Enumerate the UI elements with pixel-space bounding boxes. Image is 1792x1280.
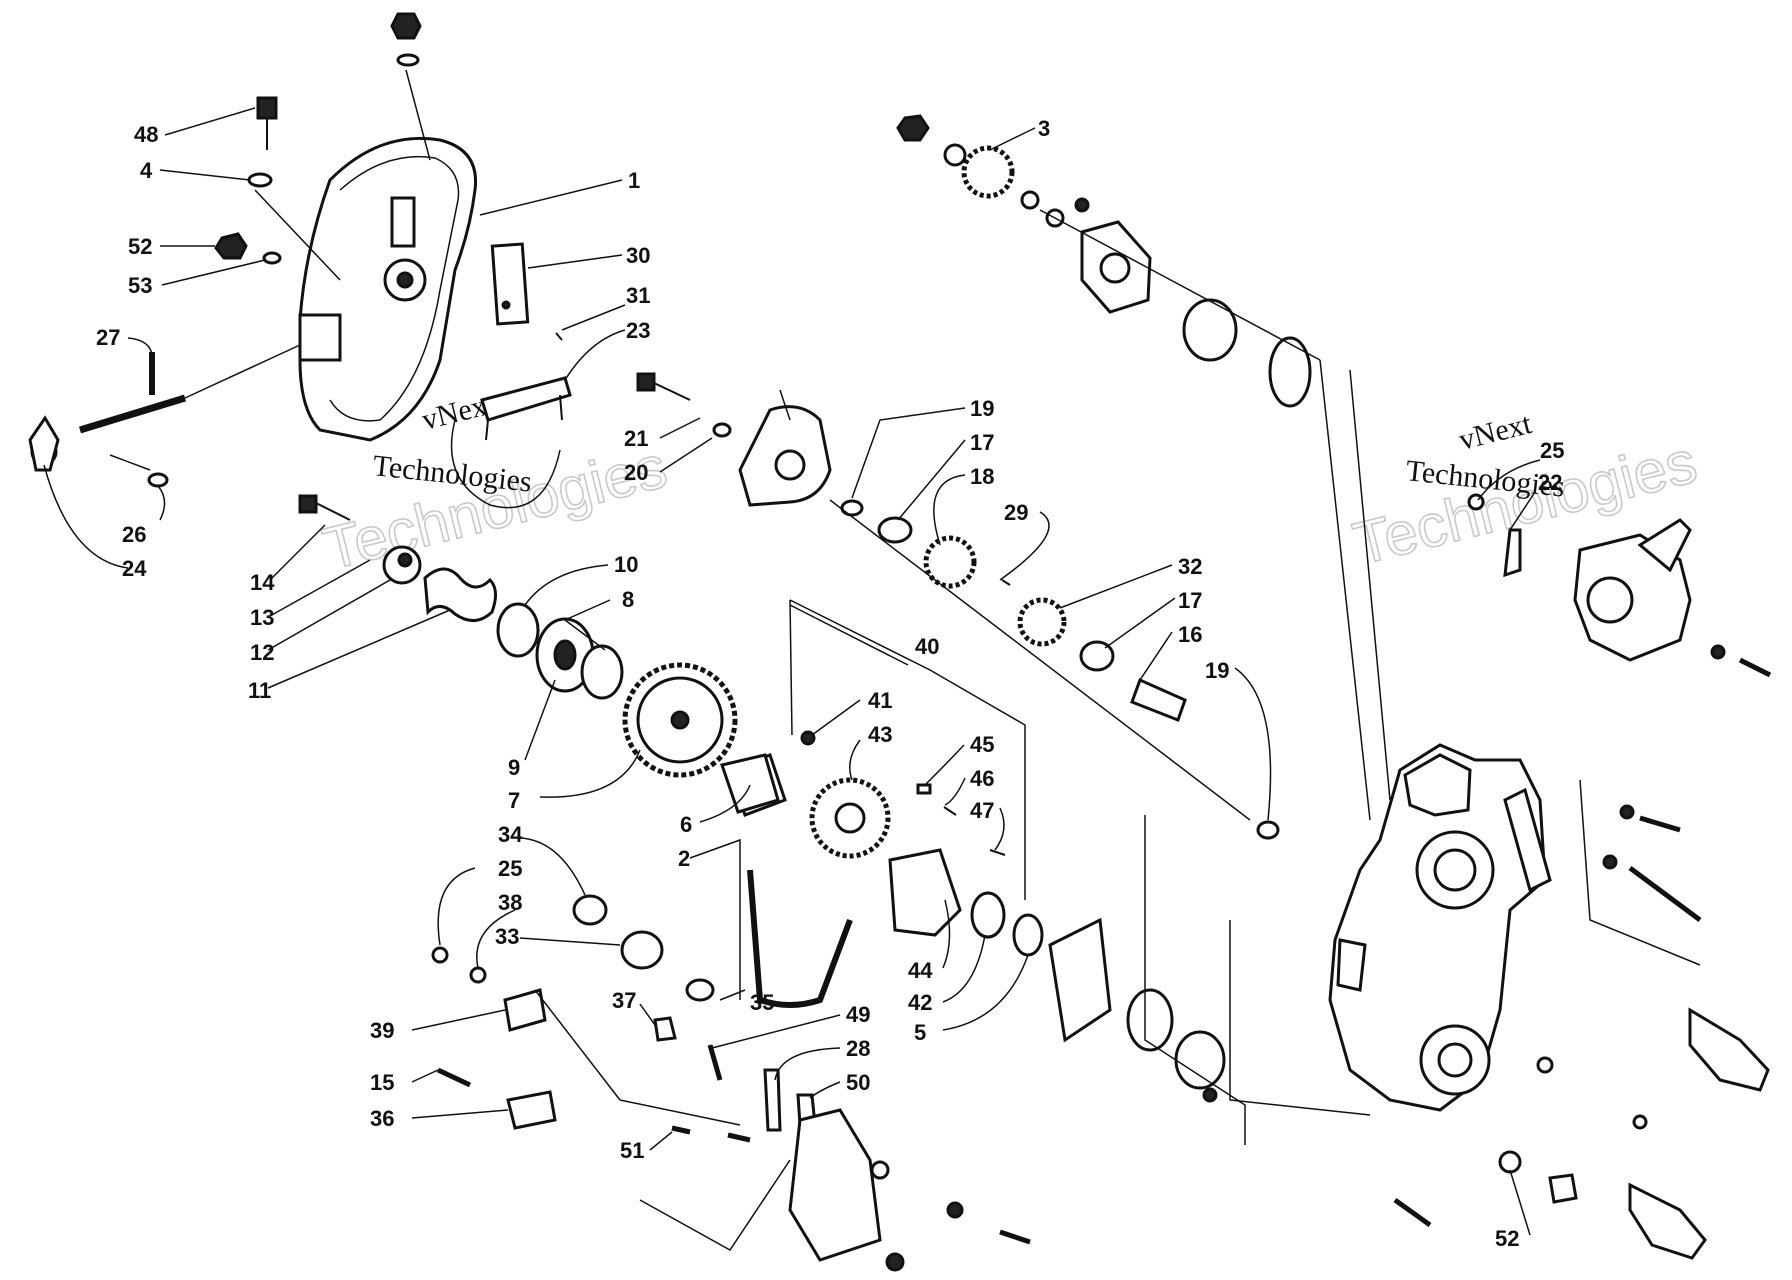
callout-13: 13 [250, 605, 274, 630]
callout-44: 44 [908, 958, 933, 983]
upper-shaft-assembly [896, 114, 1391, 821]
watermark-right-line1: vNext [1456, 407, 1536, 457]
clutch-stack [298, 494, 787, 817]
callout-6: 6 [680, 812, 692, 837]
callout-50: 50 [846, 1070, 870, 1095]
callout-52-lower: 52 [1495, 1226, 1519, 1251]
callout-17-upper: 17 [970, 430, 994, 455]
callout-labels: 48 4 52 53 27 26 24 1 30 31 23 14 13 12 … [96, 116, 1564, 1251]
callout-38: 38 [498, 890, 522, 915]
callout-53: 53 [128, 273, 152, 298]
callout-14: 14 [250, 570, 275, 595]
leader-lines [43, 107, 1541, 1236]
callout-26: 26 [122, 522, 146, 547]
gear-case [1328, 743, 1552, 1112]
callout-52: 52 [128, 234, 152, 259]
callout-12: 12 [250, 640, 274, 665]
callout-49: 49 [846, 1002, 870, 1027]
group-40-bracket [789, 599, 1044, 957]
handle-23 [450, 376, 572, 509]
callout-33: 33 [495, 924, 519, 949]
callout-1: 1 [628, 168, 640, 193]
callout-24: 24 [122, 556, 147, 581]
callout-15: 15 [370, 1070, 394, 1095]
callout-4: 4 [140, 158, 153, 183]
bolt-21 [636, 372, 732, 438]
callout-39: 39 [370, 1018, 394, 1043]
callout-16: 16 [1178, 622, 1202, 647]
callout-40: 40 [915, 634, 939, 659]
callout-19-lower: 19 [1205, 658, 1229, 683]
callout-42: 42 [908, 990, 932, 1015]
middle-shaft-assembly [829, 499, 1280, 840]
bolt-48 [247, 96, 341, 281]
lower-left-parts [431, 946, 1031, 1272]
shift-shaft [28, 344, 301, 488]
callout-8: 8 [622, 587, 634, 612]
callout-23: 23 [626, 318, 650, 343]
callout-32: 32 [1178, 554, 1202, 579]
callout-51: 51 [620, 1138, 644, 1163]
callout-47: 47 [970, 798, 994, 823]
callout-9: 9 [508, 755, 520, 780]
callout-17-lower: 17 [1178, 588, 1202, 613]
callout-35: 35 [750, 990, 774, 1015]
callout-46: 46 [970, 766, 994, 791]
callout-5: 5 [914, 1020, 926, 1045]
callout-10: 10 [614, 552, 638, 577]
callout-18: 18 [970, 464, 994, 489]
callout-22: 22 [1538, 470, 1562, 495]
callout-21: 21 [624, 426, 648, 451]
callout-20: 20 [624, 460, 648, 485]
chaincase-cover [298, 69, 478, 442]
callout-34: 34 [498, 822, 523, 847]
nut-52-53 [214, 232, 282, 265]
callout-19-upper: 19 [970, 396, 994, 421]
callout-41: 41 [868, 688, 892, 713]
callout-48: 48 [134, 122, 158, 147]
callout-7: 7 [508, 788, 520, 813]
callout-43: 43 [868, 722, 892, 747]
callout-27: 27 [96, 325, 120, 350]
upper-right-bracket [1467, 493, 1772, 678]
callout-25-left: 25 [498, 856, 522, 881]
callout-37: 37 [612, 988, 636, 1013]
callout-11: 11 [248, 678, 271, 703]
callout-45: 45 [970, 732, 994, 757]
callout-29: 29 [1004, 500, 1028, 525]
callout-2: 2 [678, 846, 690, 871]
bearing-housing-20 [738, 389, 832, 507]
callout-3: 3 [1038, 116, 1050, 141]
lower-drive [572, 753, 1371, 1145]
bracket-30 [490, 242, 563, 341]
callout-36: 36 [370, 1106, 394, 1131]
callout-31: 31 [626, 283, 650, 308]
gear-case-bolts [1393, 779, 1770, 1260]
callout-30: 30 [626, 243, 650, 268]
callout-25-right: 25 [1540, 438, 1564, 463]
cover-top-bolt [390, 12, 422, 67]
callout-28: 28 [846, 1036, 870, 1061]
